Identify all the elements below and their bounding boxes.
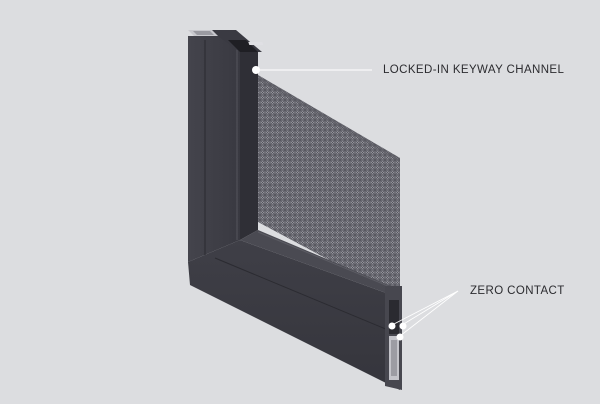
zero-contact-marker bbox=[388, 322, 396, 330]
zero-contact-marker bbox=[396, 333, 404, 341]
mesh-panel bbox=[258, 75, 400, 298]
keyway-marker bbox=[252, 66, 260, 74]
zero-contact-label: ZERO CONTACT bbox=[470, 285, 565, 297]
callout-zero-contact bbox=[388, 290, 459, 341]
bottom-rail bbox=[188, 230, 402, 390]
zero-contact-marker bbox=[399, 322, 407, 330]
keyway-label: LOCKED-IN KEYWAY CHANNEL bbox=[383, 64, 565, 76]
callout-keyway bbox=[252, 66, 372, 74]
vertical-stile bbox=[188, 30, 264, 262]
